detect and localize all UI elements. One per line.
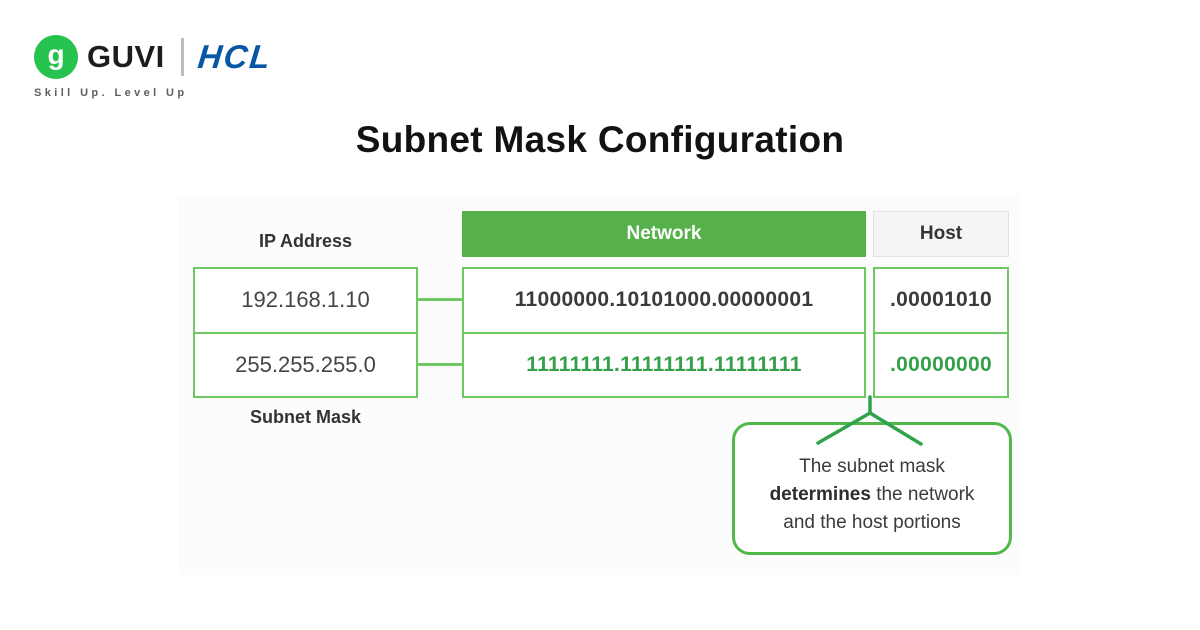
ip-binary-network: 11000000.10101000.00000001 — [514, 288, 814, 312]
ip-address-label: IP Address — [258, 231, 353, 251]
subnet-mask-value: 255.255.255.0 — [195, 331, 416, 397]
callout-line2-rest: the network — [870, 483, 975, 505]
subnet-mask-label: Subnet Mask — [249, 407, 362, 427]
network-header: Network — [462, 211, 866, 257]
callout-line1: The subnet mask — [799, 455, 945, 477]
logo-row: g GUVI HCL — [34, 34, 274, 80]
callout-bold-word: determines — [769, 483, 871, 505]
host-binary-box: .00001010 .00000000 — [873, 267, 1009, 398]
connector-ip-row — [418, 298, 462, 301]
hcl-logo-text: HCL — [195, 38, 274, 75]
guvi-logo-icon: g — [34, 35, 78, 79]
callout-line3: and the host portions — [783, 511, 961, 533]
logo-divider — [180, 38, 184, 76]
network-binary-box: 11000000.10101000.00000001 11111111.1111… — [462, 267, 866, 398]
mask-binary-host: .00000000 — [875, 331, 1007, 397]
ip-value: 192.168.1.10 — [241, 287, 370, 313]
mask-binary-network: 11111111.11111111.11111111 — [464, 331, 864, 397]
callout-text: The subnet mask determines the network a… — [770, 441, 975, 537]
logo-tagline: Skill Up. Level Up — [34, 87, 188, 99]
callout-bubble: The subnet mask determines the network a… — [732, 422, 1012, 555]
guvi-logo-text: GUVI — [87, 39, 165, 74]
host-header: Host — [873, 211, 1009, 257]
connector-mask-row — [418, 363, 462, 366]
brand-header: g GUVI HCL Skill Up. Level Up — [34, 34, 274, 99]
subnet-diagram: IP Address 192.168.1.10 255.255.255.0 Su… — [178, 195, 1020, 575]
address-value-box: 192.168.1.10 255.255.255.0 — [193, 267, 418, 398]
page-title: Subnet Mask Configuration — [355, 119, 845, 160]
ip-binary-host: .00001010 — [890, 288, 992, 312]
